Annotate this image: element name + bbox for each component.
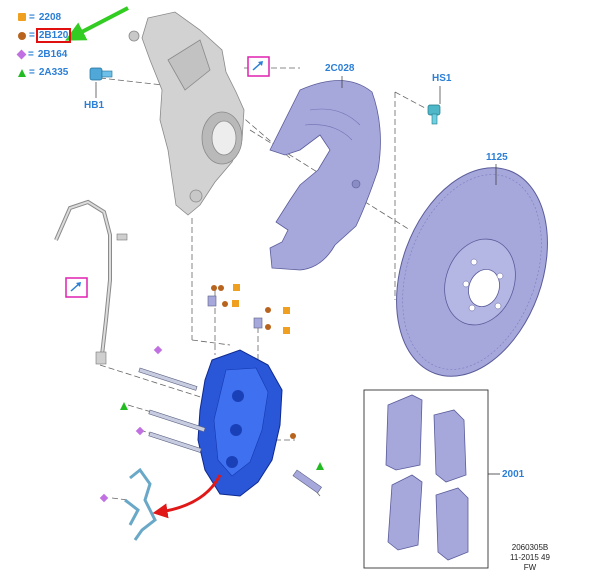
legend-row-2b120: = 2B120 — [18, 27, 72, 46]
anti-rattle-clip — [124, 467, 157, 541]
bleed-screw-markers — [211, 284, 296, 439]
symbol-markers — [99, 345, 324, 503]
legend-row-2b164: = 2B164 — [16, 45, 69, 64]
brake-disc — [396, 167, 548, 377]
square-icon — [18, 13, 26, 22]
diamond-icon — [16, 49, 27, 60]
triangle-icon — [18, 68, 26, 77]
legend: = 2208 = 2B120 = 2B164 = 2A335 — [16, 8, 72, 83]
legend-code: 2208 — [38, 11, 62, 23]
reference-icon-knuckle — [247, 56, 270, 77]
legend-equals: = — [29, 67, 35, 79]
label-1125: 1125 — [486, 152, 508, 163]
legend-equals: = — [28, 48, 34, 60]
legend-row-2208: = 2208 — [18, 8, 69, 27]
label-2c028: 2C028 — [325, 63, 355, 74]
footer-date: 11-2015 49 — [510, 553, 550, 562]
bolt-hs1 — [427, 104, 441, 125]
bolt-hb1 — [89, 67, 113, 81]
diagram-footer: 2060305B 11-2015 49 FW — [500, 543, 560, 573]
footer-code: 2060305B — [511, 543, 549, 552]
brake-hose — [54, 199, 128, 365]
label-hs1: HS1 — [432, 73, 452, 84]
label-2001: 2001 — [502, 469, 525, 480]
legend-equals: = — [29, 11, 35, 23]
label-leaders — [95, 76, 497, 185]
label-hb1: HB1 — [84, 100, 105, 111]
legend-row-2a335: = 2A335 — [18, 64, 69, 83]
legend-code-highlighted: 2B120 — [35, 28, 72, 44]
brake-pad-kit — [363, 389, 500, 569]
circle-icon — [18, 31, 26, 40]
green-pointer-arrow — [65, 6, 129, 41]
caliper-bolts — [138, 295, 322, 494]
legend-code: 2A335 — [38, 67, 69, 79]
legend-code: 2B164 — [37, 48, 68, 60]
steering-knuckle — [128, 11, 245, 216]
reference-icon-hose — [65, 277, 88, 298]
splash-shield — [269, 80, 381, 271]
legend-equals: = — [29, 30, 35, 42]
footer-suffix: FW — [523, 563, 537, 572]
brake-caliper — [197, 349, 283, 497]
red-curved-arrow — [152, 474, 222, 519]
